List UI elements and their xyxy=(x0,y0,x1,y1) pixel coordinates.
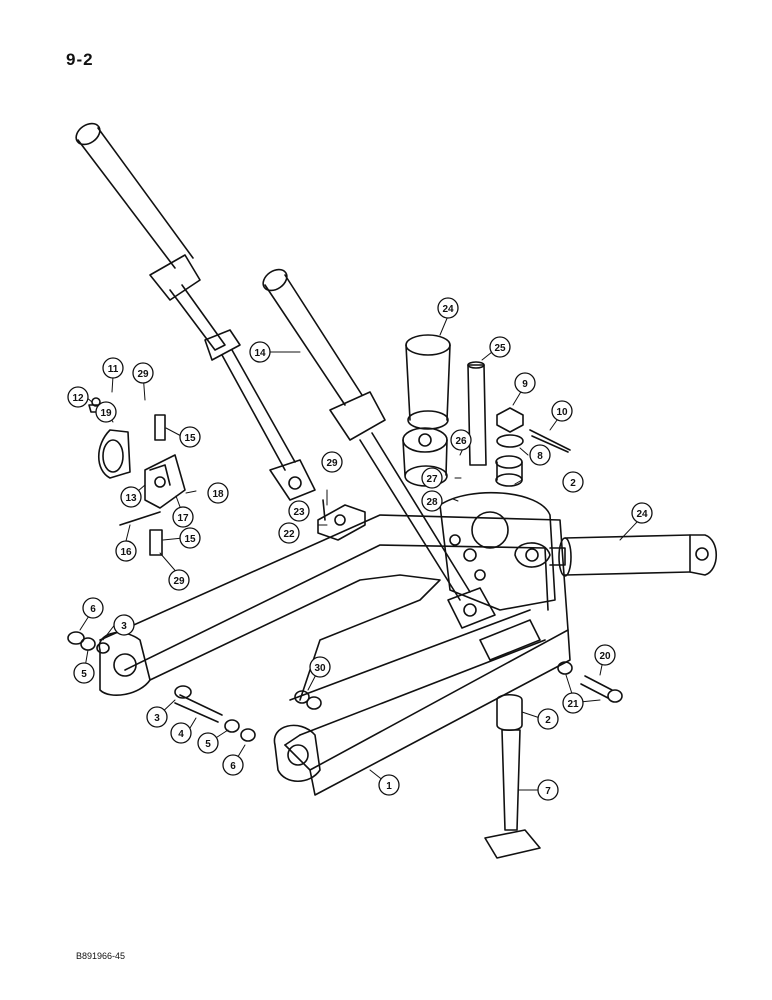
callout-circle-28 xyxy=(421,490,443,512)
callout-label-3a: 3 xyxy=(121,621,127,632)
callout-label-5b: 5 xyxy=(205,739,211,750)
callout-label-15b: 15 xyxy=(184,534,196,545)
callout-label-9: 9 xyxy=(522,379,528,390)
callout-circle-15a xyxy=(179,426,201,448)
callout-circle-7 xyxy=(537,779,559,801)
callout-circle-29c xyxy=(168,569,190,591)
callout-circle-24a xyxy=(437,297,459,319)
callout-circle-22 xyxy=(278,522,300,544)
callout-label-10: 10 xyxy=(556,407,568,418)
callout-circle-2b xyxy=(562,471,584,493)
mount-part-22 xyxy=(317,499,366,541)
pin-part-4 xyxy=(67,631,256,742)
callout-circle-25 xyxy=(489,336,511,358)
callout-circle-10 xyxy=(551,400,573,422)
callout-label-23: 23 xyxy=(293,507,305,518)
callout-circle-1 xyxy=(378,774,400,796)
callout-label-6b: 6 xyxy=(230,761,236,772)
callout-label-1: 1 xyxy=(386,781,392,792)
document-code: B891966-45 xyxy=(76,951,126,961)
callout-circle-3a xyxy=(113,614,135,636)
callout-circle-3b xyxy=(146,706,168,728)
callout-label-8: 8 xyxy=(537,451,543,462)
callout-circle-11 xyxy=(102,357,124,379)
callout-circle-6b xyxy=(222,754,244,776)
callout-bubbles xyxy=(67,297,653,801)
callout-label-3b: 3 xyxy=(154,713,160,724)
pin-part-25 xyxy=(467,361,487,466)
callout-circle-5a xyxy=(73,662,95,684)
cylinder-part-14 xyxy=(75,122,316,501)
spindle-part-7 xyxy=(484,693,541,859)
callout-circle-5b xyxy=(197,732,219,754)
callout-circle-2a xyxy=(537,708,559,730)
callout-label-2a: 2 xyxy=(545,715,551,726)
callout-label-30: 30 xyxy=(314,663,326,674)
callout-label-20: 20 xyxy=(599,651,611,662)
callout-circle-29a xyxy=(132,362,154,384)
callout-label-22: 22 xyxy=(283,529,295,540)
callout-label-16: 16 xyxy=(120,547,132,558)
callout-circle-30 xyxy=(309,656,331,678)
callout-label-28: 28 xyxy=(426,497,438,508)
callout-label-29c: 29 xyxy=(173,576,185,587)
callout-circle-19 xyxy=(95,401,117,423)
callout-circle-18 xyxy=(207,482,229,504)
page-number: 9-2 xyxy=(66,50,94,69)
callout-circle-8 xyxy=(529,444,551,466)
callout-label-11: 11 xyxy=(108,364,119,375)
callout-circle-16 xyxy=(115,540,137,562)
callout-label-27: 27 xyxy=(426,474,438,485)
callout-label-17: 17 xyxy=(177,513,189,524)
callout-label-13: 13 xyxy=(125,493,137,504)
cylinder-part-24-upper xyxy=(402,334,451,487)
callout-circle-29b xyxy=(321,451,343,473)
callout-circle-27 xyxy=(421,467,443,489)
callout-label-19: 19 xyxy=(100,408,112,419)
callout-circle-14 xyxy=(249,341,271,363)
callout-circle-9 xyxy=(514,372,536,394)
callout-label-15a: 15 xyxy=(184,433,196,444)
cylinder-part-14b xyxy=(262,268,496,629)
callout-circle-12 xyxy=(67,386,89,408)
callout-circle-26 xyxy=(450,429,472,451)
callout-label-25: 25 xyxy=(494,343,506,354)
callout-label-24b: 24 xyxy=(636,509,648,520)
callout-circle-6a xyxy=(82,597,104,619)
callout-label-5a: 5 xyxy=(81,669,87,680)
callout-label-26: 26 xyxy=(455,436,467,447)
callout-labels: 1 2 2 3 3 4 5 5 6 6 7 8 9 10 11 12 13 14… xyxy=(72,304,648,797)
washers-part-30 xyxy=(294,690,322,710)
callout-label-24a: 24 xyxy=(442,304,454,315)
callout-circle-17 xyxy=(172,506,194,528)
callout-label-21: 21 xyxy=(567,699,579,710)
callout-label-14: 14 xyxy=(254,348,266,359)
callout-label-29a: 29 xyxy=(137,369,149,380)
callout-label-4: 4 xyxy=(178,729,184,740)
callout-circle-23 xyxy=(288,500,310,522)
callout-circle-4 xyxy=(170,722,192,744)
callout-circle-20 xyxy=(594,644,616,666)
callout-label-18: 18 xyxy=(212,489,224,500)
callout-label-12: 12 xyxy=(72,393,84,404)
callout-circle-13 xyxy=(120,486,142,508)
callout-label-2b: 2 xyxy=(570,478,576,489)
pin-part-20 xyxy=(557,661,623,703)
callout-circle-15b xyxy=(179,527,201,549)
callout-label-6a: 6 xyxy=(90,604,96,615)
callout-label-7: 7 xyxy=(545,786,551,797)
callout-circle-21 xyxy=(562,692,584,714)
callout-circle-24b xyxy=(631,502,653,524)
cylinder-part-24-right xyxy=(514,534,718,577)
hardware-stack-right xyxy=(495,407,571,487)
callout-label-29b: 29 xyxy=(326,458,338,469)
